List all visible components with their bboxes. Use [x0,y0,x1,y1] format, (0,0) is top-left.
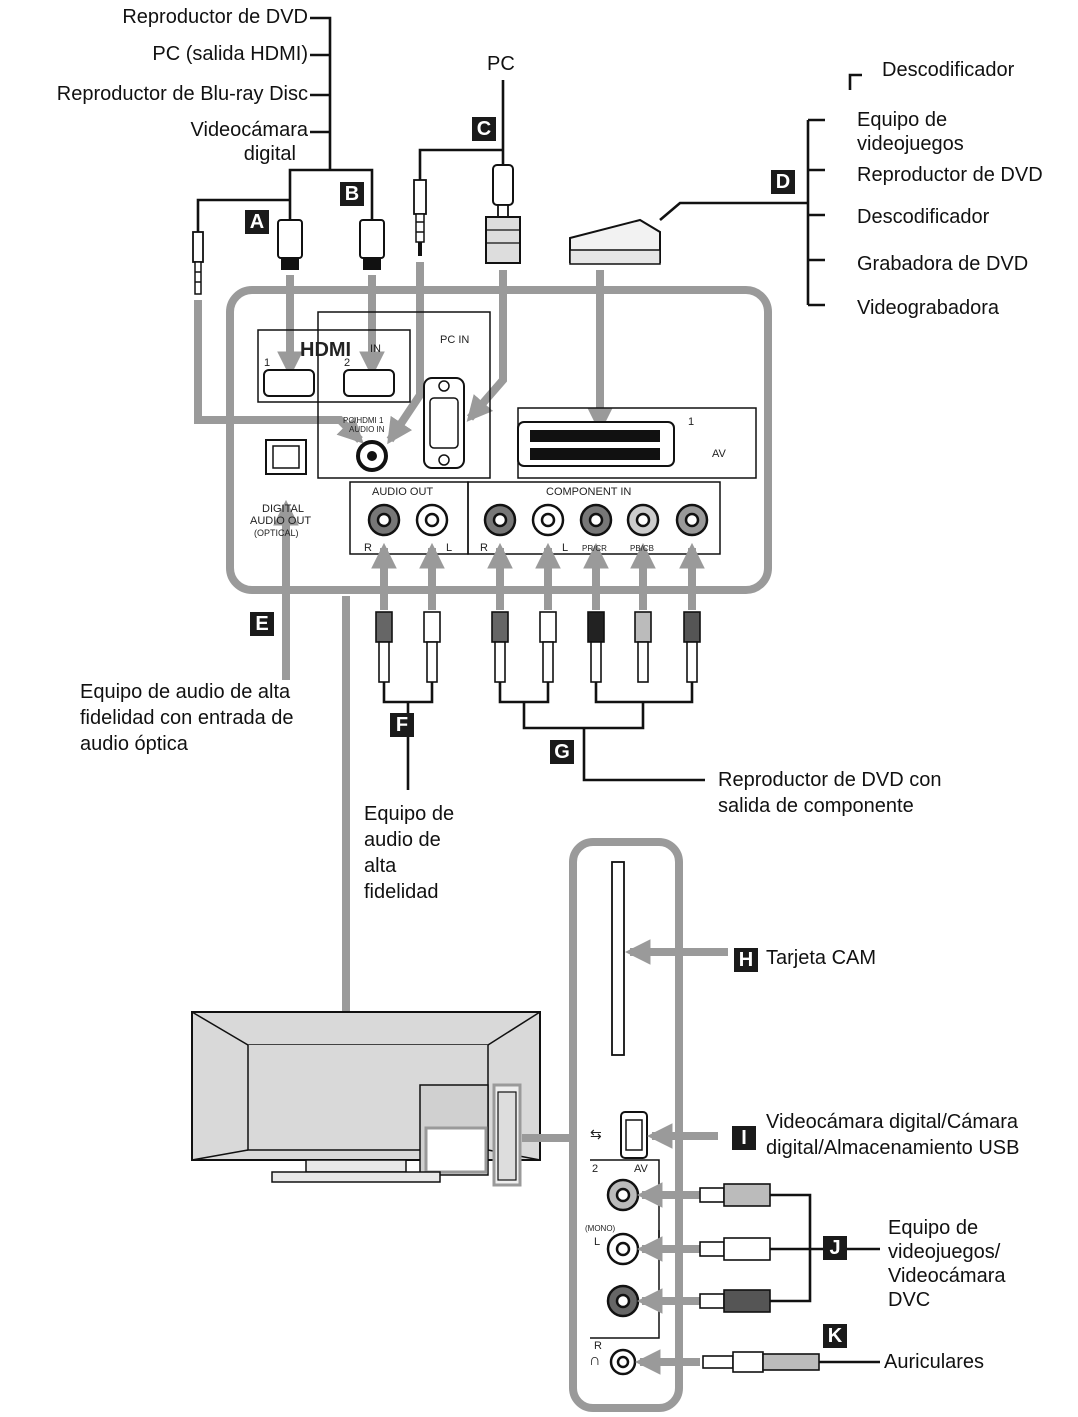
headphone-icon: ∩ [589,1352,601,1369]
vga-plug [485,164,521,264]
label-dvd-recorder: Grabadora de DVD [857,253,1029,275]
side-mono-label: (MONO) [585,1224,616,1233]
scart-plug [569,218,661,265]
component-in-label: COMPONENT IN [546,486,632,498]
digital-audio-out-3: (OPTICAL) [254,528,299,538]
label-optical-2: fidelidad con entrada de [80,707,294,729]
side-r-label: R [594,1340,602,1352]
digital-audio-out-2: AUDIO OUT [250,515,312,527]
hdmi-plug-b [359,219,385,270]
label-usb-2: digital/Almacenamiento USB [766,1137,1020,1159]
badge-h: H [734,948,758,972]
hdmi-in-label: IN [370,343,381,355]
label-usb-1: Videocámara digital/Cámara [766,1111,1018,1133]
label-bluray: Reproductor de Blu-ray Disc [56,83,308,105]
badge-j: J [823,1236,847,1260]
label-dvd-player: Reproductor de DVD [122,6,308,28]
label-vcr: Videograbadora [857,297,999,319]
label-component-2: salida de componente [718,795,914,817]
av-label: AV [712,448,726,460]
label-av2-3: Videocámara [888,1265,1006,1287]
label-hifi-3: alta [364,855,397,877]
label-dvd-scart: Reproductor de DVD [857,164,1043,186]
side-av2-num: 2 [592,1163,599,1175]
label-av2-1: Equipo de [888,1217,979,1239]
audio-r-label: R [364,542,372,554]
label-decoder: Descodificador [857,206,990,228]
label-optical-3: audio óptica [80,733,188,755]
label-game-1: Equipo de [857,109,948,131]
side-l-label: L [594,1236,601,1248]
hdmi-2-label: 2 [344,357,351,369]
audio-out-label: AUDIO OUT [372,486,434,498]
rca-sockets [367,503,709,537]
digital-audio-out-1: DIGITAL [262,503,304,515]
label-game-2: videojuegos [857,133,964,155]
badge-c: C [472,117,496,141]
minijack-plug-a [192,231,204,295]
pc-hdmi-audio-label-2: AUDIO IN [349,425,385,434]
badge-f: F [390,713,414,737]
label-optical-1: Equipo de audio de alta [80,681,291,703]
label-camcorder-2: digital [243,143,296,165]
label-decoder-top: Descodificador [882,59,1015,81]
label-cam-card: Tarjeta CAM [766,947,877,969]
comp-l-label: L [562,542,569,554]
label-pc: PC [487,53,515,75]
badge-k: K [823,1324,847,1348]
hdmi-logo: HDMI [300,339,352,361]
pc-hdmi-audio-label-1: PC/HDMI 1 [343,416,384,425]
hdmi-plug-a [277,219,303,270]
label-hifi-4: fidelidad [364,881,439,903]
label-hifi-1: Equipo de [364,803,455,825]
badge-i: I [732,1126,756,1150]
badge-b: B [340,182,364,206]
comp-pb-label: PB/CB [630,544,655,553]
label-pc-hdmi: PC (salida HDMI) [152,43,308,65]
audio-l-label: L [446,542,453,554]
scart-num-label: 1 [688,416,695,428]
minijack-plug-c [413,179,427,256]
side-panel-outline [569,838,683,1412]
side-av-label: AV [634,1163,648,1175]
hdmi-1-label: 1 [264,357,271,369]
tv-illustration [191,1011,541,1187]
badge-a: A [245,210,269,234]
badge-e: E [250,612,274,636]
pc-in-label: PC IN [440,334,470,346]
label-component-1: Reproductor de DVD con [718,769,942,791]
rca-plugs [375,611,701,683]
badge-g: G [550,740,574,764]
label-headphones: Auriculares [884,1351,985,1373]
label-av2-2: videojuegos/ [888,1241,1001,1263]
badge-d: D [771,170,795,194]
usb-icon: ⇆ [590,1126,602,1142]
comp-pr-label: PR/CR [582,544,607,553]
comp-r-label: R [480,542,488,554]
label-camcorder-1: Videocámara [190,119,308,141]
label-hifi-2: audio de [364,829,441,851]
label-av2-4: DVC [888,1289,931,1311]
